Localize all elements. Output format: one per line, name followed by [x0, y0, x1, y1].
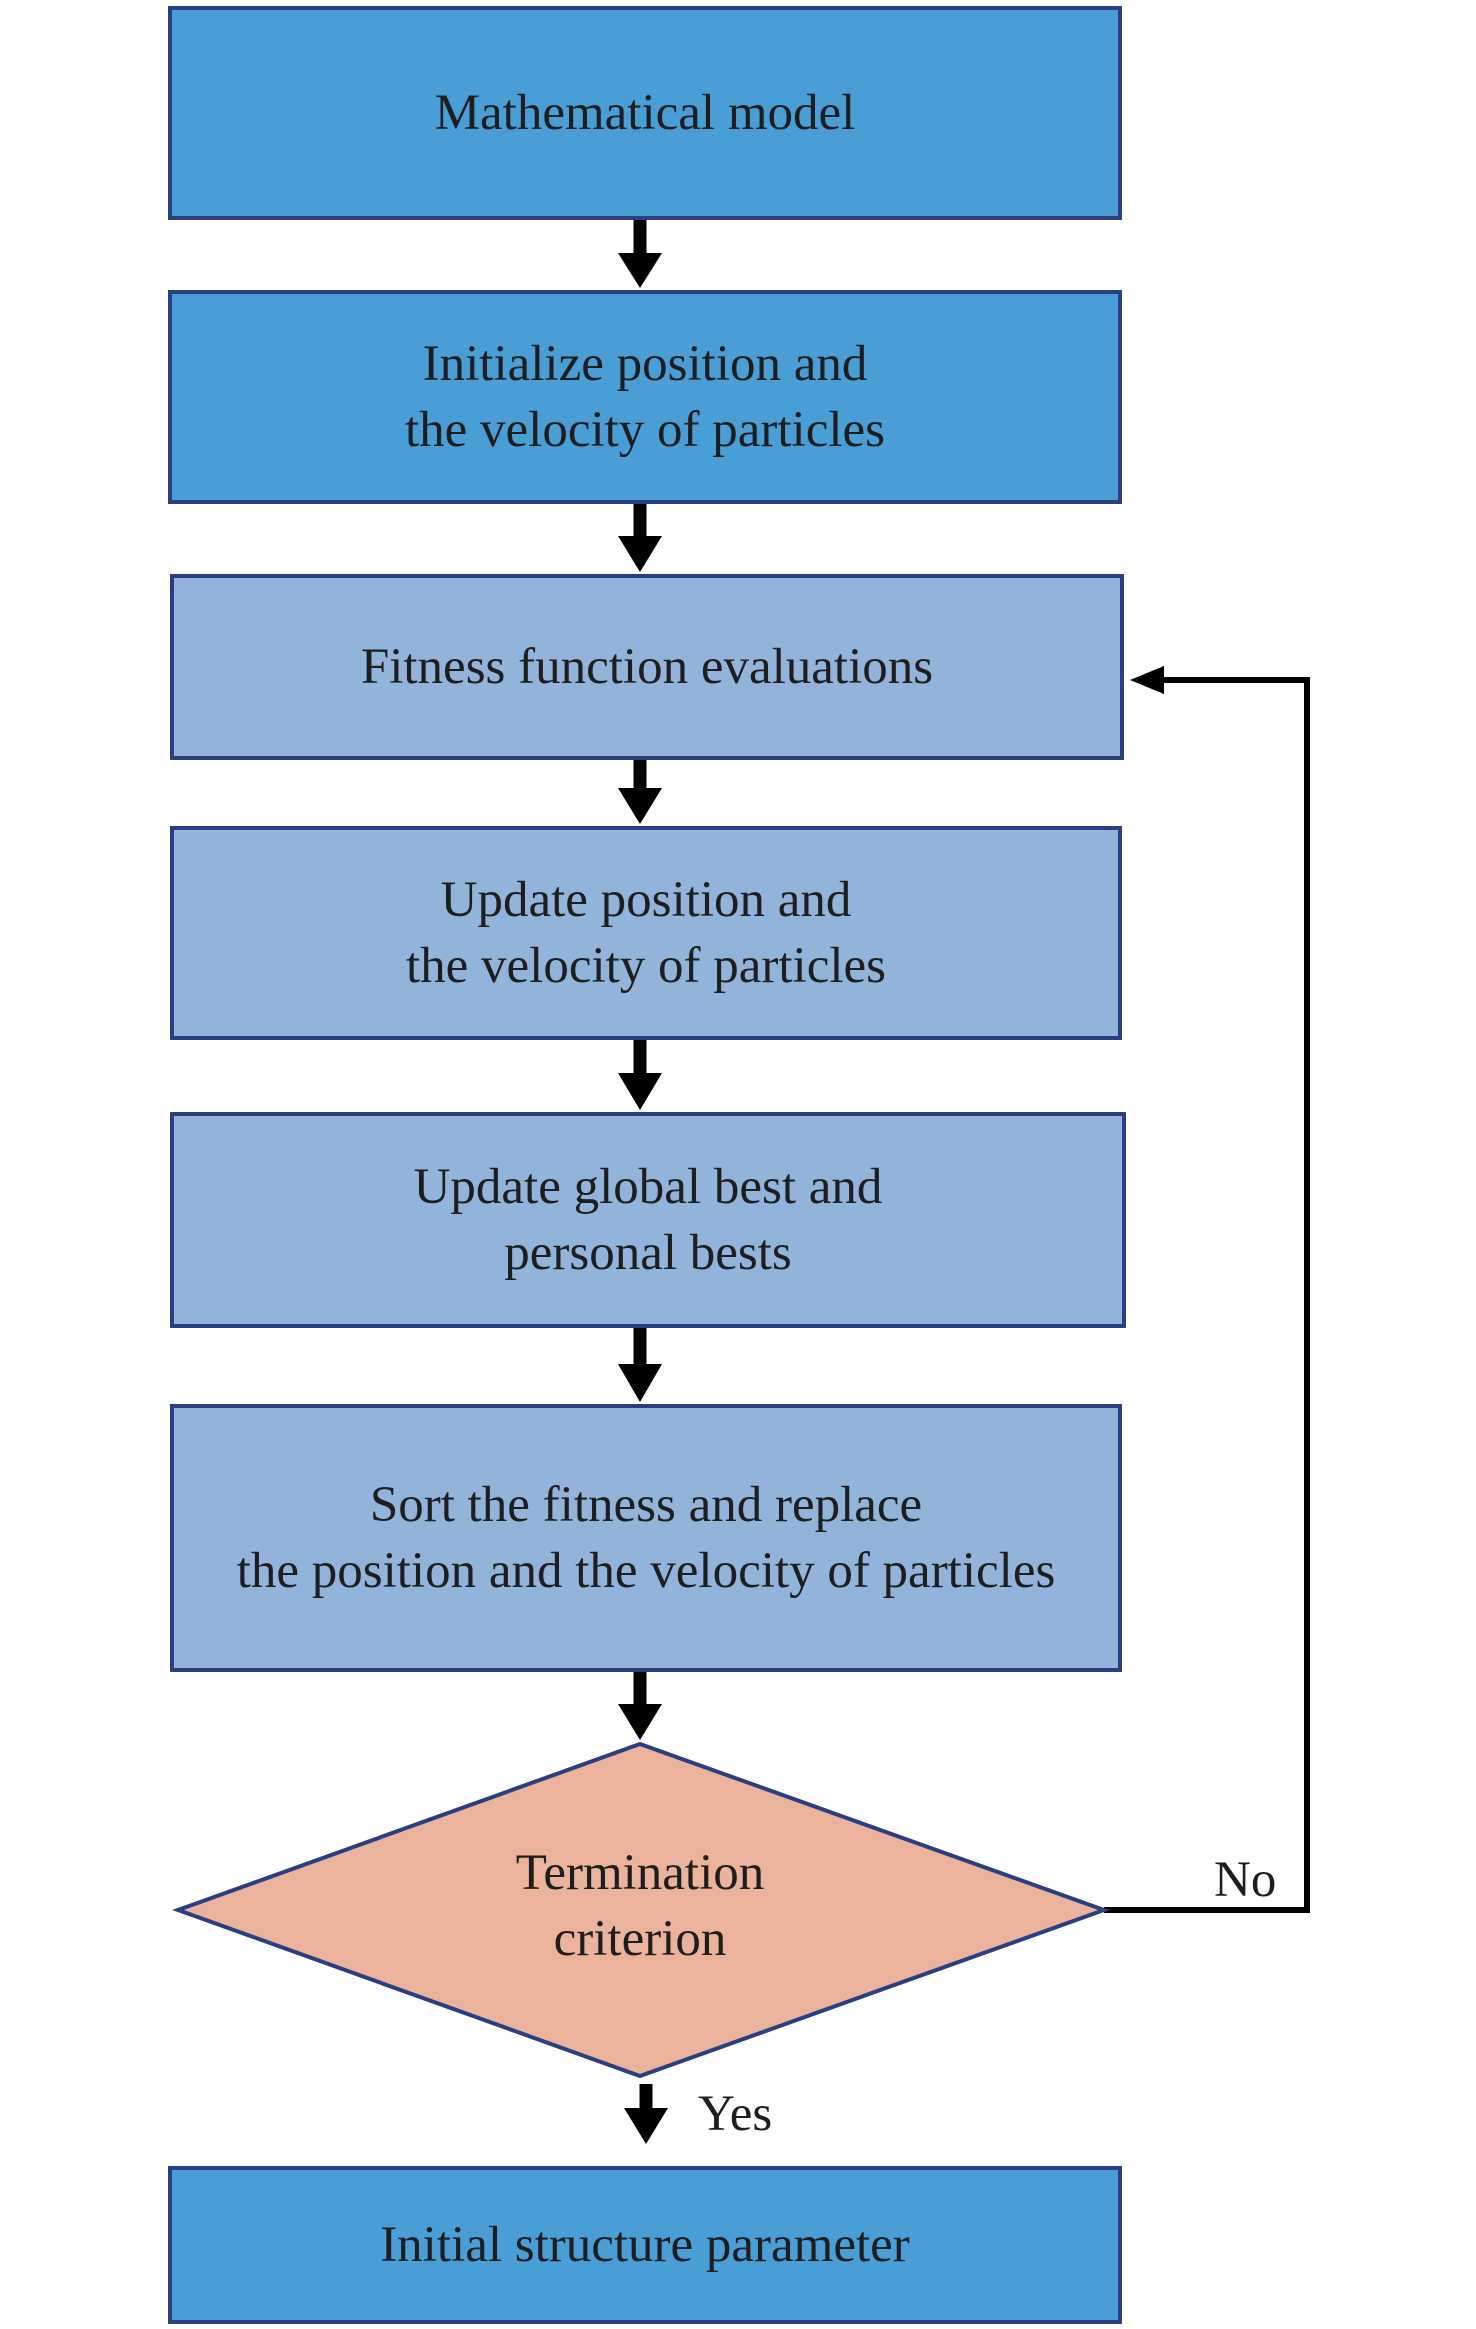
- node-sort-replace: Sort the fitness and replace the positio…: [170, 1404, 1122, 1672]
- arrow-model-to-initialize: [618, 220, 662, 288]
- node-initialize-line-2: the velocity of particles: [404, 402, 886, 458]
- node-initial-structure: Initial structure parameter: [168, 2166, 1122, 2324]
- node-initialize: Initialize position and the velocity of …: [168, 290, 1122, 504]
- node-update-bests-line-1: Update global best and: [413, 1159, 883, 1215]
- node-mathematical-model-line-1: Mathematical model: [434, 85, 856, 141]
- node-fitness-evaluations-line-1: Fitness function evaluations: [360, 639, 934, 695]
- arrow-update-position-to-update-bests: [618, 1040, 662, 1110]
- node-update-position-line-1: Update position and: [440, 872, 852, 928]
- termination-diamond: [172, 1741, 1110, 2079]
- edge-label-no: No: [1214, 1852, 1277, 1908]
- arrow-initialize-to-fitness: [618, 504, 662, 572]
- arrow-termination-to-initial-structure: [624, 2084, 668, 2144]
- node-initial-structure-line-1: Initial structure parameter: [380, 2217, 910, 2273]
- node-update-bests-line-2: personal bests: [504, 1225, 792, 1281]
- node-sort-replace-line-2: the position and the velocity of particl…: [236, 1543, 1056, 1599]
- node-update-bests: Update global best and personal bests: [170, 1112, 1126, 1328]
- arrow-no-loop-to-fitness: [1104, 666, 1310, 1913]
- edge-label-yes: Yes: [698, 2086, 773, 2142]
- node-update-position: Update position and the velocity of part…: [170, 826, 1122, 1040]
- node-termination-line-2: criterion: [553, 1911, 727, 1967]
- arrow-sort-to-termination: [618, 1672, 662, 1740]
- node-mathematical-model: Mathematical model: [168, 6, 1122, 220]
- node-initialize-line-1: Initialize position and: [422, 336, 868, 392]
- arrow-fitness-to-update-position: [618, 760, 662, 824]
- node-update-position-line-2: the velocity of particles: [405, 938, 887, 994]
- node-fitness-evaluations: Fitness function evaluations: [170, 574, 1124, 760]
- node-termination: Termination criterion: [480, 1840, 800, 1972]
- node-termination-line-1: Termination: [515, 1845, 765, 1901]
- arrow-update-bests-to-sort: [618, 1328, 662, 1402]
- node-sort-replace-line-1: Sort the fitness and replace: [369, 1477, 923, 1533]
